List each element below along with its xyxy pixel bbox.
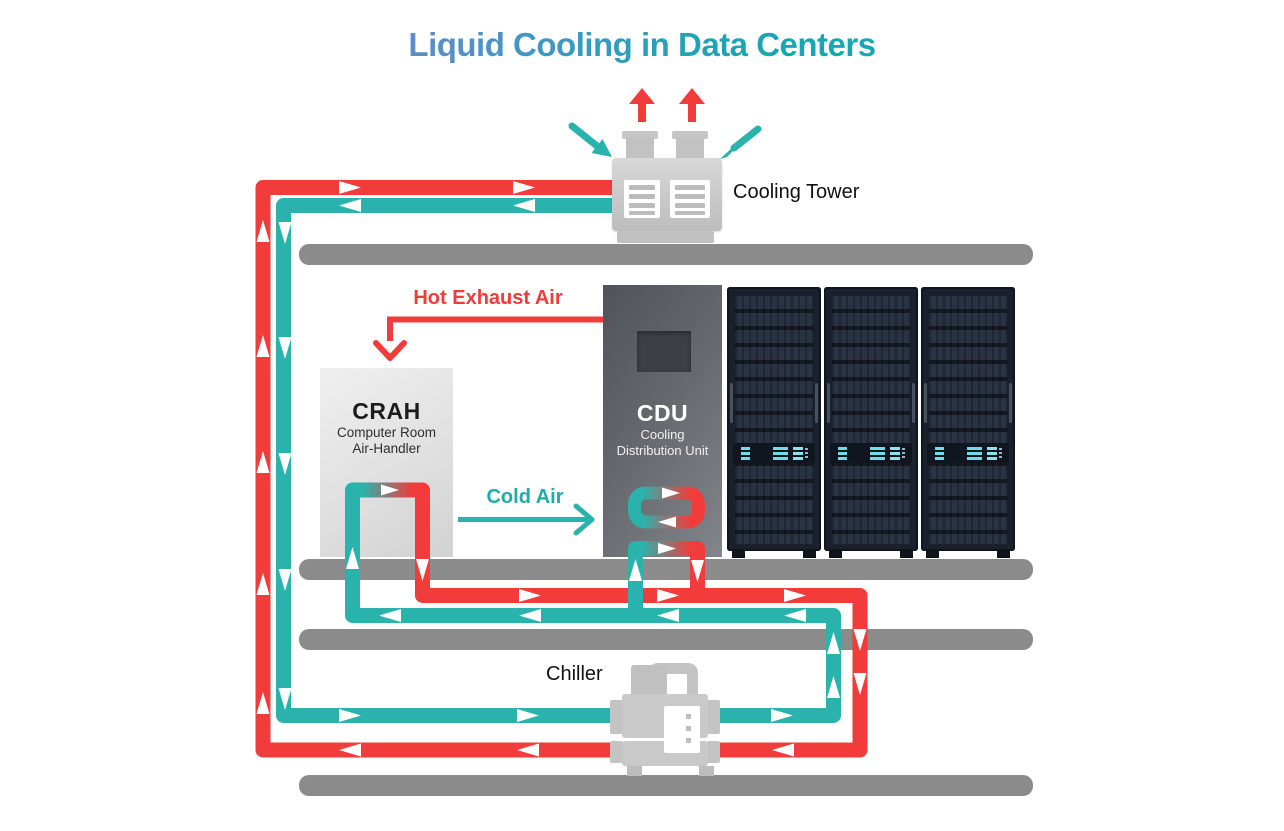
rack-switch-row [927, 443, 1009, 463]
cdu-name-line1: Cooling [640, 427, 685, 442]
cooling-tower-label: Cooling Tower [733, 181, 860, 203]
hot-exhaust-air-label: Hot Exhaust Air [413, 287, 563, 309]
hot-exhaust-arrow-icon [373, 316, 603, 361]
rack-handle [924, 383, 927, 423]
chiller-icon [707, 700, 720, 734]
rack-led-strip [805, 448, 808, 459]
rack-handle [730, 383, 733, 423]
cooling-tower-icon [672, 131, 708, 139]
rack-foot [732, 550, 745, 558]
cdu-display-screen [637, 331, 691, 372]
cdu-unit: CDU Cooling Distribution Unit [603, 285, 722, 557]
cooling-tower-icon [626, 138, 654, 159]
rack-foot [997, 550, 1010, 558]
rack-switch-row [830, 443, 912, 463]
rack-led-strip [902, 448, 905, 459]
floor-slab-mid [299, 629, 1033, 650]
rack-led-strip [890, 447, 900, 460]
floor-slab-bottom [299, 775, 1033, 796]
rack-led-strip [773, 447, 788, 460]
cold-air-label: Cold Air [486, 486, 564, 508]
crah-name-line2: Air-Handler [352, 441, 421, 456]
chiller-icon [707, 741, 720, 763]
rack-led-strip [838, 447, 847, 460]
rack-handle [815, 383, 818, 423]
rack-led-strip [999, 448, 1002, 459]
rack-handle [912, 383, 915, 423]
rack-foot [803, 550, 816, 558]
chiller-icon [631, 665, 667, 697]
cooling-tower-icon [622, 131, 658, 139]
crah-unit: CRAH Computer Room Air-Handler [320, 368, 453, 557]
server-rack-icon [824, 287, 918, 558]
crah-abbr: CRAH [352, 398, 421, 424]
cdu-abbr: CDU [636, 400, 689, 426]
page-title: Liquid Cooling in Data Centers [0, 26, 1284, 64]
rack-door [735, 296, 813, 544]
rack-foot [926, 550, 939, 558]
rack-led-strip [987, 447, 997, 460]
chiller-icon [610, 741, 623, 763]
floor-slab-raised [299, 559, 1033, 580]
cooling-tower-icon [676, 138, 704, 159]
heat-release-arrow-icon [629, 88, 705, 122]
rack-led-strip [741, 447, 750, 460]
chiller-label: Chiller [546, 663, 603, 685]
cooling-tower-vent [624, 180, 660, 218]
cooling-tower-base [617, 231, 714, 243]
rack-foot [829, 550, 842, 558]
server-rack-icon [727, 287, 821, 558]
chiller-foot [699, 766, 714, 776]
rack-handle [1009, 383, 1012, 423]
rack-led-strip [967, 447, 982, 460]
rack-led-strip [935, 447, 944, 460]
cooling-tower-vent [670, 180, 710, 218]
rack-led-strip [793, 447, 803, 460]
chiller-icon [610, 700, 623, 734]
cold-air-arrow-icon [458, 503, 595, 536]
rack-foot [900, 550, 913, 558]
chiller-foot [627, 766, 642, 776]
crah-name-line1: Computer Room [336, 425, 437, 440]
rack-led-strip [870, 447, 885, 460]
cdu-name-line2: Distribution Unit [616, 443, 709, 458]
chiller-panel [664, 706, 700, 753]
rack-door [929, 296, 1007, 544]
rack-switch-row [733, 443, 815, 463]
server-rack-icon [921, 287, 1015, 558]
rack-door [832, 296, 910, 544]
rack-handle [827, 383, 830, 423]
floor-slab-top [299, 244, 1033, 265]
air-intake-arrow-icon [568, 122, 762, 159]
